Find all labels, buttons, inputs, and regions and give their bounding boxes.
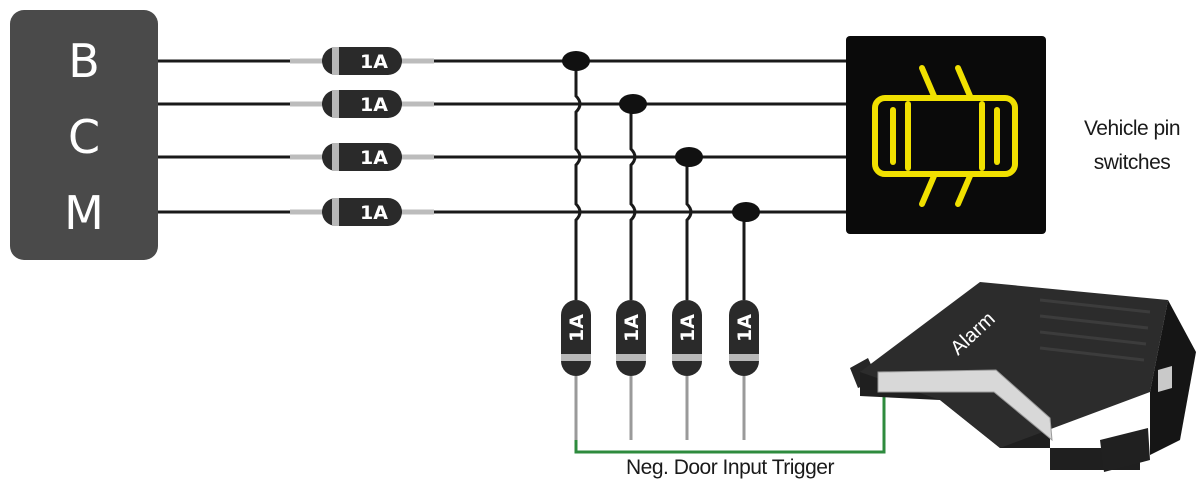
alarm-top-face [860,282,1168,448]
bcm-module: B C M [10,10,158,260]
fuse-v-1: 1A [561,300,591,440]
horizontal-wires [158,59,846,214]
fuse-v-3-label: 1A [677,314,699,342]
bcm-letter-m: M [64,186,104,240]
vertical-wires [574,61,746,300]
junctions [562,51,760,222]
junction-dot-1 [562,51,590,71]
fuse-h-4: 1A [290,198,434,226]
trigger-wire [574,390,886,454]
fuse-h-2-label: 1A [360,94,388,116]
fuse-v-2-label: 1A [621,314,643,342]
junction-dot-3 [675,147,703,167]
horizontal-fuses: 1A 1A 1A 1A [290,47,434,226]
alarm-ribs [1039,298,1151,362]
alarm-connector [877,369,1053,442]
vertical-fuses: 1A 1A 1A 1A [561,300,759,440]
alarm-side-face [1150,300,1196,455]
fuse-v-4: 1A [729,300,759,440]
fuse-h-1-label: 1A [360,51,388,73]
vehicle-pin-switches-label: Vehicle pin switches [1062,112,1202,180]
junction-dot-4 [732,202,760,222]
door-ajar-car-icon [872,65,1018,207]
alarm-foot-tab [1100,428,1150,472]
alarm-module: Alarm [850,282,1196,472]
drop-wire-3 [685,157,693,300]
switch-label-line-1: Vehicle pin [1083,117,1181,140]
junction-dot-2 [619,94,647,114]
fuse-v-4-label: 1A [734,314,756,342]
bcm-letter-b: B [68,34,100,88]
drop-wire-2 [629,104,637,300]
fuse-h-4-label: 1A [360,202,388,224]
fuse-h-1: 1A [290,47,434,75]
drop-wire-1 [574,61,582,300]
fuse-v-2: 1A [616,300,646,440]
bcm-letter-c: C [67,110,101,164]
fuse-v-3: 1A [672,300,702,440]
trigger-label: Neg. Door Input Trigger [626,456,834,479]
switch-label-line-2: switches [1093,151,1171,174]
fuse-h-3: 1A [290,143,434,171]
fuse-h-3-label: 1A [360,147,388,169]
fuse-h-2: 1A [290,90,434,118]
fuse-v-1-label: 1A [566,314,588,342]
alarm-side-jack [1158,366,1172,392]
